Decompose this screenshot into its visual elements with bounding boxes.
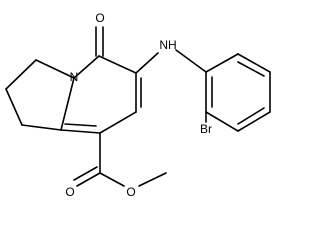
bond-c8a-n (60, 77, 75, 131)
bond-c6-nh (135, 52, 159, 74)
molecule-canvas: N O NH Br O O (5, 11, 271, 199)
methyl-ester-group (73, 132, 167, 187)
bond-ch2-c8a (21, 124, 62, 131)
ester-carbonyl-oxygen-label: O (65, 185, 74, 199)
anilino-linker (135, 49, 207, 74)
ketone-group (95, 26, 104, 57)
phenyl-bond-4 (237, 111, 271, 132)
phenyl-inner-double-2 (237, 107, 265, 125)
bond-ester-carbon-carbonyl-o (76, 172, 101, 187)
ring-nitrogen-label: N (70, 70, 79, 84)
bond-n-carbonyl-carbon (73, 55, 100, 79)
bond-c8-c8a-double (64, 123, 97, 127)
phenyl-bond-1 (205, 53, 239, 73)
bond-ch2-ch2-top (5, 59, 37, 90)
structure-drawing: N O NH Br O O (5, 11, 271, 199)
ketone-oxygen-label: O (95, 11, 104, 25)
bromine-label: Br (200, 122, 212, 136)
bond-ester-carbon-carbonyl-o-double (73, 166, 98, 181)
phenyl-inner-double-1 (237, 61, 265, 77)
phenyl-ring (205, 53, 271, 132)
phenyl-bond-2 (237, 53, 271, 73)
bond-c8-c8a (60, 129, 101, 134)
pyrrolidine-ring (5, 59, 75, 131)
atom-labels: N O NH Br O O (65, 11, 212, 199)
bond-ch2-ch2-bottom (5, 88, 23, 126)
bond-nh-aryl (175, 49, 207, 73)
bond-ether-o-methyl (138, 172, 167, 187)
pyridinone-ring (60, 55, 142, 134)
ester-ether-oxygen-label: O (126, 185, 135, 199)
amine-label: NH (159, 38, 176, 52)
bond-c7-c8 (99, 111, 137, 134)
phenyl-bond-5 (205, 111, 239, 132)
bond-n-ch2 (35, 59, 75, 79)
bond-carbonyl-carbon-c6 (98, 55, 137, 74)
bond-ester-carbon-ether-o (99, 172, 125, 187)
